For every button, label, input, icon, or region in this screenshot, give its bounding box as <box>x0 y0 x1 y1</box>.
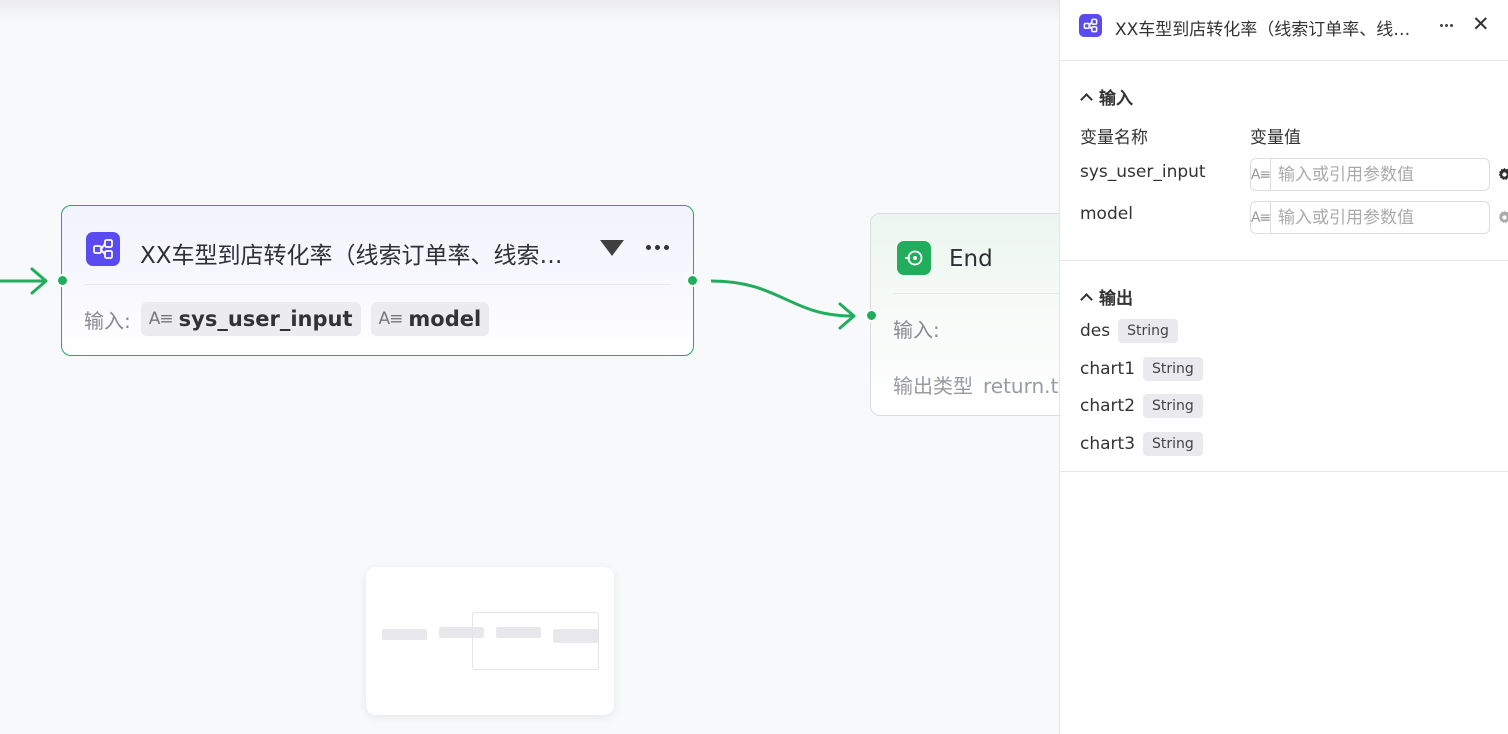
more-options-icon[interactable] <box>642 232 672 262</box>
connection-edge <box>710 279 853 318</box>
end-output-type: 输出类型 return.te <box>893 370 1060 399</box>
caret-down-icon[interactable] <box>600 240 624 256</box>
node-header <box>86 232 120 266</box>
type-badge: String <box>1143 394 1203 418</box>
node-divider <box>893 293 1060 294</box>
node-title: XX车型到店转化率（线索订单率、线索到店率、到店订单率） <box>140 243 580 269</box>
minimap-node <box>553 629 598 643</box>
workflow-app-icon <box>1079 14 1102 37</box>
var-value-field[interactable]: A≡ <box>1250 201 1508 234</box>
more-options-icon[interactable] <box>1436 16 1456 34</box>
output-section-title: 输出 <box>1099 289 1133 309</box>
workflow-node-main[interactable]: XX车型到店转化率（线索订单率、线索到店率、到店订单率） 输入: A≡ sys_… <box>61 205 694 356</box>
input-section: 输入 变量名称 变量值 sys_user_input A≡ model A≡ <box>1060 61 1508 261</box>
minimap-viewport[interactable] <box>472 612 599 670</box>
text-type-icon: A≡ <box>1251 159 1271 190</box>
var-value-input[interactable] <box>1271 202 1497 233</box>
type-badge: String <box>1143 432 1203 456</box>
col-header-name: 变量名称 <box>1080 128 1148 148</box>
connection-edge-arrow-icon <box>838 302 856 330</box>
workflow-node-end[interactable]: End 输入: 输出类型 return.te <box>870 213 1060 416</box>
text-type-icon: A≡ <box>378 309 404 329</box>
canvas-top-shadow <box>0 0 1060 22</box>
output-section-toggle[interactable]: 输出 <box>1080 284 1133 309</box>
minimap-node <box>439 627 484 638</box>
end-node-input-port[interactable] <box>865 309 878 322</box>
output-type-value: return.te <box>983 374 1060 398</box>
input-chip: A≡ model <box>370 302 490 336</box>
chevron-up-icon <box>1080 92 1093 106</box>
input-chip-label: sys_user_input <box>178 307 353 331</box>
input-chip: A≡ sys_user_input <box>140 302 361 336</box>
close-icon[interactable]: ✕ <box>1472 12 1490 36</box>
minimap-node <box>496 627 541 638</box>
minimap-node <box>382 629 427 640</box>
text-type-icon: A≡ <box>148 309 174 329</box>
node-divider <box>84 284 671 285</box>
input-chip-label: model <box>408 307 482 331</box>
end-inputs-label: 输入: <box>893 318 940 342</box>
col-header-value: 变量值 <box>1250 128 1301 148</box>
main-node-output-port[interactable] <box>686 274 699 287</box>
workflow-app-icon <box>86 232 120 266</box>
type-badge: String <box>1143 357 1203 381</box>
output-name: chart2 <box>1080 396 1136 416</box>
input-section-toggle[interactable]: 输入 <box>1080 84 1133 109</box>
output-row: chart1 String <box>1080 357 1203 381</box>
panel-header: XX车型到店转化率（线索订单率、线索到店率、到店订单率） ✕ <box>1060 0 1508 61</box>
output-section: 输出 des String chart1 String chart2 Strin… <box>1060 261 1508 472</box>
input-section-title: 输入 <box>1099 89 1133 109</box>
var-name: sys_user_input <box>1080 162 1206 182</box>
minimap[interactable] <box>366 567 614 715</box>
panel-title: XX车型到店转化率（线索订单率、线索到店率、到店订单率） <box>1115 20 1420 40</box>
chevron-up-icon <box>1080 292 1093 306</box>
output-name: chart1 <box>1080 359 1136 379</box>
type-badge: String <box>1118 319 1178 343</box>
node-inputs: 输入: A≡ sys_user_input A≡ model <box>84 302 490 336</box>
output-name: des <box>1080 321 1111 341</box>
output-type-label: 输出类型 <box>893 374 973 398</box>
var-value-input[interactable] <box>1271 159 1497 190</box>
edges-layer <box>0 267 856 330</box>
end-node-title: End <box>949 246 993 272</box>
inputs-label: 输入: <box>84 308 131 333</box>
output-row: chart3 String <box>1080 432 1203 456</box>
output-row: chart2 String <box>1080 394 1203 418</box>
output-row: des String <box>1080 319 1178 343</box>
main-node-input-port[interactable] <box>56 274 69 287</box>
text-type-icon: A≡ <box>1251 202 1271 233</box>
gear-icon[interactable] <box>1497 167 1508 182</box>
workflow-canvas[interactable]: XX车型到店转化率（线索订单率、线索到店率、到店订单率） 输入: A≡ sys_… <box>0 0 1060 734</box>
var-name: model <box>1080 204 1133 224</box>
var-value-field[interactable]: A≡ <box>1250 158 1508 191</box>
incoming-edge-arrow-icon <box>30 267 48 295</box>
node-settings-panel: XX车型到店转化率（线索订单率、线索到店率、到店订单率） ✕ 输入 变量名称 变… <box>1059 0 1508 734</box>
end-node-icon <box>897 241 931 275</box>
output-name: chart3 <box>1080 434 1136 454</box>
gear-icon[interactable] <box>1497 210 1508 225</box>
